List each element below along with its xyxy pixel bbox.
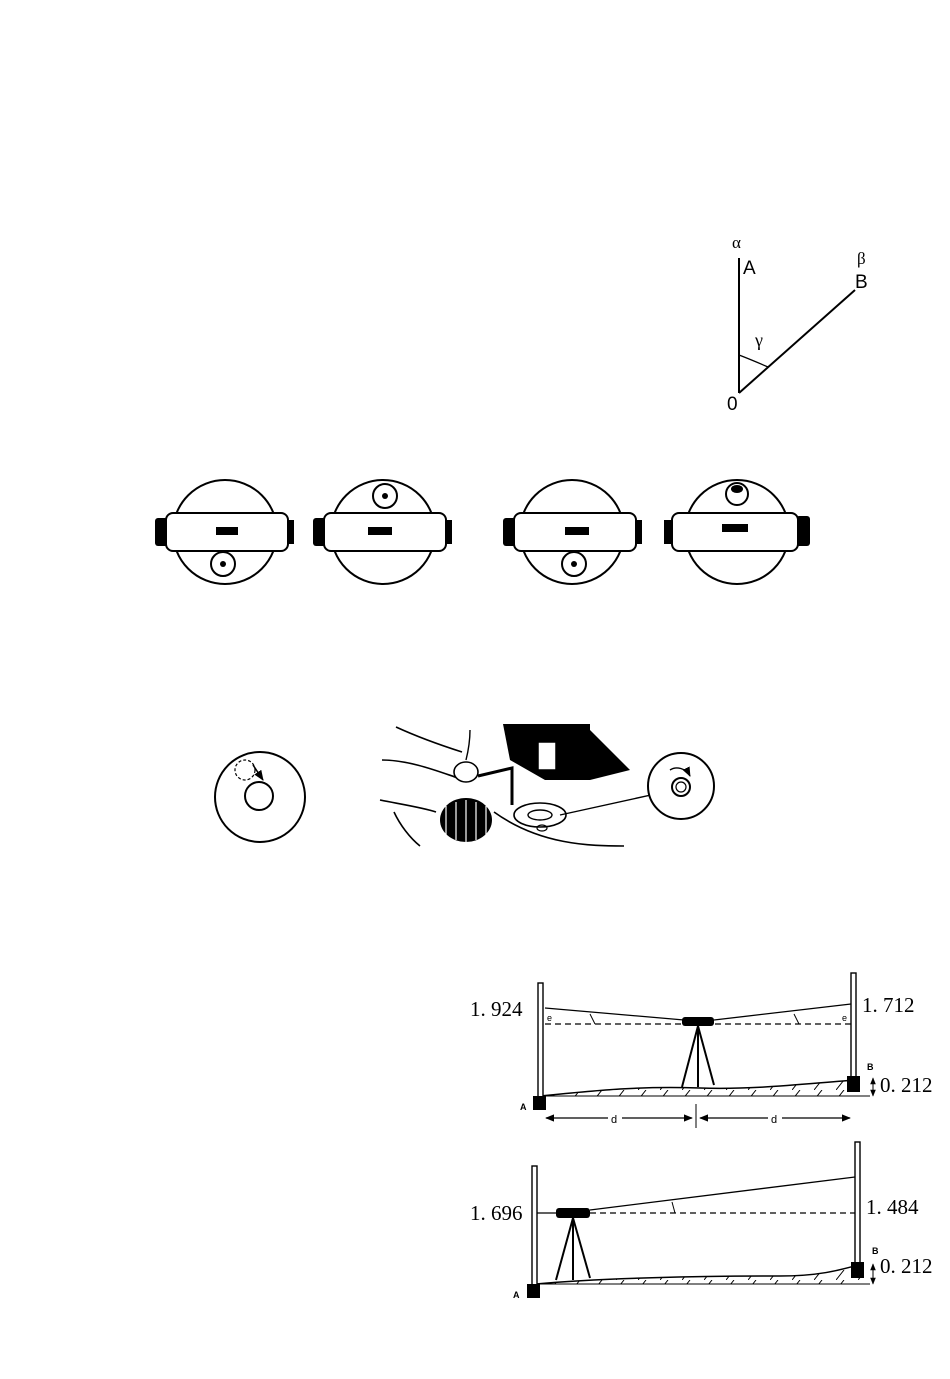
staff-a-base: [527, 1284, 540, 1298]
hand-adjusting-screw-sketch: [380, 724, 660, 846]
beta-label: β: [857, 249, 866, 268]
level-instrument-icon: [682, 1017, 714, 1026]
reading-a-label: 1. 924: [470, 997, 523, 1021]
bubble-target-circle: [245, 782, 273, 810]
alpha-label: α: [732, 233, 741, 252]
level-views: [155, 480, 810, 584]
error-label-left: e: [547, 1013, 552, 1023]
error-label-right: e: [842, 1013, 847, 1023]
sight-line-right: [714, 1004, 851, 1020]
staff-b: [851, 973, 856, 1078]
tripod-icon: [682, 1026, 698, 1087]
point-a-label: A: [520, 1102, 527, 1112]
gamma-label: γ: [754, 330, 763, 350]
point-a-label: A: [743, 258, 756, 279]
level-view-4: [664, 480, 810, 584]
height-diff-label: 0. 212: [880, 1254, 933, 1278]
callout-line: [560, 793, 660, 815]
reading-b-label: 1. 712: [862, 993, 915, 1017]
staff-b-base: [847, 1076, 860, 1092]
sight-line: [590, 1177, 855, 1210]
peg-test-2: 1. 696 1. 484 0. 212 A B: [470, 1142, 933, 1300]
bubble-adjustment: [215, 724, 714, 846]
angle-arc: [739, 355, 768, 367]
fingertip: [454, 762, 478, 782]
distance-label-right: d: [771, 1114, 777, 1126]
origin-label: 0: [727, 394, 738, 415]
tripod-icon: [556, 1218, 573, 1280]
level-view-1: [155, 480, 294, 584]
point-b-label: B: [872, 1246, 879, 1256]
point-a-label: A: [513, 1290, 520, 1300]
allen-key-icon: [478, 768, 512, 805]
level-view-2: [313, 480, 452, 584]
height-diff-label: 0. 212: [880, 1073, 933, 1097]
base-vial: [514, 803, 566, 827]
staff-a: [532, 1166, 537, 1286]
eyepiece-slot: [216, 527, 238, 535]
eyepiece-slot: [368, 527, 392, 535]
level-instrument-icon: [556, 1208, 590, 1218]
level-view-3: [503, 480, 642, 584]
peg-test-1: e e d d 1. 924 1. 712 0. 212 A B: [470, 973, 933, 1128]
staff-a: [538, 983, 543, 1098]
eyepiece-slot: [722, 524, 748, 532]
reading-b-label: 1. 484: [866, 1195, 919, 1219]
sight-line-left: [545, 1008, 684, 1020]
point-b-label: B: [867, 1062, 874, 1072]
reading-a-label: 1. 696: [470, 1201, 523, 1225]
distance-label-left: d: [611, 1114, 617, 1126]
staff-a-base: [533, 1096, 546, 1110]
eyepiece-slot: [565, 527, 589, 535]
staff-b-base: [851, 1262, 864, 1278]
angle-diagram: α A β B γ 0: [727, 233, 868, 415]
staff-b: [855, 1142, 860, 1264]
point-b-label: B: [855, 272, 868, 293]
